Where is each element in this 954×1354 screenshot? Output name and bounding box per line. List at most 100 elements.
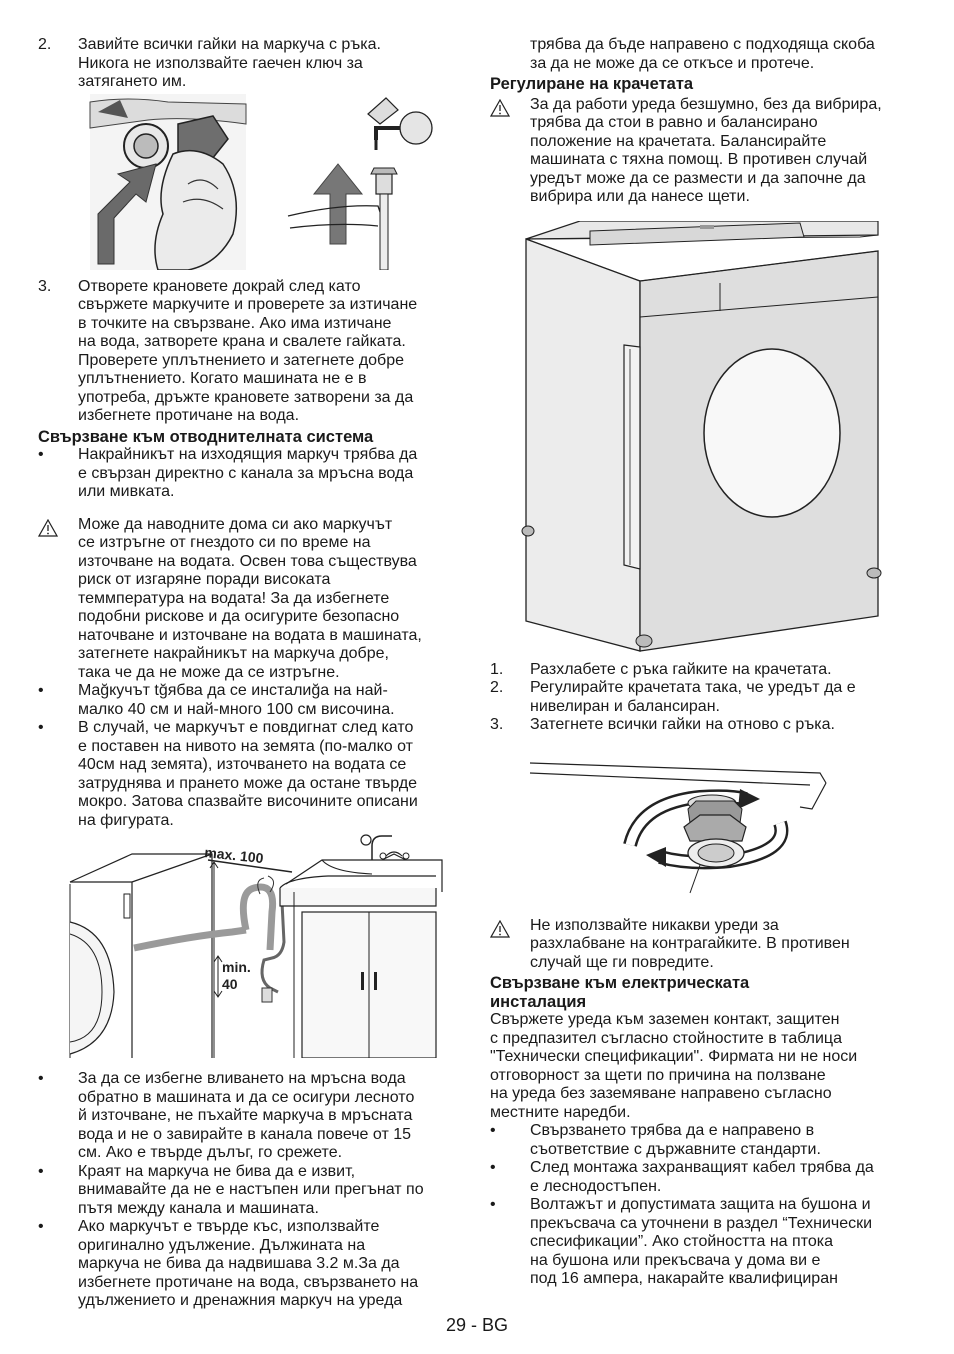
text-line: Накрайникът на изходящия маркуч трябва д… bbox=[78, 446, 418, 463]
text-line: Отворете крановете докрай след като bbox=[78, 277, 361, 295]
text-line: Проверете уплътнението и затегнете добре bbox=[78, 351, 405, 369]
min-height-label: min. bbox=[222, 959, 251, 975]
hose-tightening-illustration bbox=[89, 93, 433, 270]
step-2: 2. Завийте всички гайки на маркуча с рък… bbox=[38, 36, 462, 92]
text-line: пътя между канала и машината. bbox=[78, 1199, 319, 1217]
page-number: 29 - BG bbox=[445, 1315, 509, 1335]
text-line: Mağкучът tğябва да се инсталиğa на най- bbox=[78, 682, 388, 699]
text-line: е леснодостъпен. bbox=[530, 1177, 662, 1195]
height-markers: max. 100 min. 40 bbox=[204, 844, 293, 1058]
drain-bullet-4: • За да се избегне вливането на мръсна в… bbox=[38, 1070, 462, 1163]
text-line: на уреда без заземяване направено съглас… bbox=[490, 1085, 832, 1102]
text-line: Завийте всички гайки на маркуча с ръка. bbox=[78, 36, 381, 53]
hand-tightening-photo bbox=[89, 93, 247, 270]
text-line: затруднява и прането може да остане твър… bbox=[78, 774, 418, 792]
text-line: мокро. Затова спазвайте височините описа… bbox=[78, 793, 418, 810]
electric-paragraph: Свържете уреда към заземен контакт, защи… bbox=[490, 1011, 918, 1122]
text-line: местните наредби. bbox=[490, 1103, 631, 1121]
bullet-mark: • bbox=[490, 1196, 496, 1213]
left-column: 2. Завийте всички гайки на маркуча с рък… bbox=[38, 36, 462, 1311]
text-line: прекъсвача са уточнени в раздел “Техниче… bbox=[530, 1214, 873, 1232]
text-line: затягането им. bbox=[78, 73, 187, 90]
bullet-mark: • bbox=[38, 446, 44, 463]
drain-bullet-6: • Ако маркучът е твърде къс, използвайте… bbox=[38, 1218, 462, 1311]
text-line: под 16 ампера, накарайте квалифициран bbox=[530, 1270, 838, 1287]
text-line: затегнете накрайникът на маркуча добре, bbox=[78, 645, 389, 662]
feet-step-1: 1. Разхлабете с ръка гайките на крачетат… bbox=[490, 661, 918, 680]
bullet-mark: • bbox=[38, 1070, 44, 1087]
text-line: След монтажа захранващият кабел трябва д… bbox=[530, 1159, 874, 1176]
text-line: удължението и дренажния маркуч на уреда bbox=[78, 1292, 403, 1309]
electric-section-heading: Свързване към електрическата инсталация bbox=[490, 974, 918, 1011]
text-line: подобни рискове и да осигурите безопасно bbox=[78, 608, 400, 625]
text-line: трябва да бъде направено с подходяща ско… bbox=[530, 36, 875, 53]
text-line: вода и не о завирайте в канала повече от… bbox=[78, 1125, 412, 1143]
text-line: вибрира или да нанесе щети. bbox=[530, 188, 750, 205]
warning-triangle-icon bbox=[38, 518, 58, 537]
drain-bullet-3: • В случай, че маркучът е повдигнат след… bbox=[38, 719, 462, 830]
text-line: см. Ако е твърде дълъг, го срежете. bbox=[78, 1144, 343, 1161]
text-line: Свържете уреда към заземен контакт, защи… bbox=[490, 1011, 840, 1028]
step-number: 2. bbox=[490, 679, 504, 696]
bullet-mark: • bbox=[38, 1162, 44, 1180]
text-line: на вода, затворете крана и свалете гайка… bbox=[78, 333, 406, 350]
text-line: или мивката. bbox=[78, 483, 175, 500]
text-line: източване на водата. Освен това съществу… bbox=[78, 552, 417, 570]
text-line: нивелиран и балансиран. bbox=[530, 697, 720, 715]
text-line: случай ще ги повредите. bbox=[530, 953, 714, 971]
text-line: положение на крачетата. Балансирайте bbox=[530, 132, 827, 150]
text-line: Разхлабете с ръка гайките на крачетата. bbox=[530, 660, 832, 678]
step-3: 3. Отворете крановете докрай след като с… bbox=[38, 278, 462, 426]
text-line: Може да наводните дома си ако маркучът bbox=[78, 515, 393, 533]
continuation-text: трябва да бъде направено с подходяща ско… bbox=[490, 36, 918, 73]
text-line: Никога не използвайте гаечен ключ за bbox=[78, 54, 363, 72]
feet-step-3: 3. Затегнете всички гайки на отново с ръ… bbox=[490, 716, 918, 735]
text-line: риск от изгаряне поради високата bbox=[78, 571, 331, 588]
text-line: Краят на маркуча не бива да е извит, bbox=[78, 1162, 356, 1180]
text-line: Свързването трябва да е направено в bbox=[530, 1122, 815, 1139]
max-height-label: max. 100 bbox=[204, 844, 265, 866]
text-line: за да не може да се откъсе и протече. bbox=[530, 54, 815, 72]
text-line: избегнете протичане на вода, свързването… bbox=[78, 1273, 419, 1291]
heading-line: инсталация bbox=[490, 992, 587, 1011]
feet-section-heading: Регулиране на крачетата bbox=[490, 75, 694, 93]
bullet-mark: • bbox=[490, 1159, 496, 1176]
text-line: така че да не може да се изтръгне. bbox=[78, 663, 340, 681]
text-line: обратно в машината и да се осигури лесно… bbox=[78, 1088, 415, 1106]
text-line: За да се избегне вливането на мръсна вод… bbox=[78, 1070, 406, 1087]
text-line: Затегнете всички гайки на отново с ръка. bbox=[530, 716, 835, 733]
text-line: Волтажът и допустимата защита на бушона … bbox=[530, 1196, 871, 1213]
drain-bullet-5: • Краят на маркуча не бива да е извит, в… bbox=[38, 1163, 462, 1219]
warning-triangle-icon bbox=[490, 98, 510, 117]
text-line: "Технически спецификации". Фирмата ни не… bbox=[490, 1048, 858, 1065]
step-number: 2. bbox=[38, 36, 52, 53]
text-line: теммпература на водата! За да избегнете bbox=[78, 589, 390, 607]
warning-triangle-icon bbox=[490, 919, 510, 938]
text-line: й източване, не пъхайте маркуча в мръсна… bbox=[78, 1107, 413, 1124]
drain-height-diagram: max. 100 min. 40 bbox=[69, 834, 443, 1058]
text-line: оригинално удължение. Дължината на bbox=[78, 1236, 366, 1254]
text-line: машината с тяхна помощ. В противен случа… bbox=[530, 151, 868, 168]
washing-machine-illustration bbox=[521, 220, 882, 652]
flood-warning: Може да наводните дома си ако маркучът с… bbox=[38, 516, 462, 683]
bullet-mark: • bbox=[38, 1218, 44, 1235]
text-line: се изтръгне от гнездото си по време на bbox=[78, 534, 371, 551]
feet-step-2: 2. Регулирайте крачетата така, че уредът… bbox=[490, 679, 918, 716]
text-line: на бушона или прекъсвача у дома ви е bbox=[530, 1251, 821, 1269]
bullet-mark: • bbox=[490, 1122, 496, 1139]
text-line: трябва да стои в равно и балансирано bbox=[530, 114, 818, 131]
text-line: 40см над земята), източването на водата … bbox=[78, 756, 407, 773]
washing-machine-side bbox=[69, 853, 213, 1058]
text-line: избегнете протичане на вода. bbox=[78, 407, 300, 424]
text-line: с предпазител съгласно стойностите в таб… bbox=[490, 1029, 842, 1047]
drain-bullet-2: • Mağкучът tğябва да се инсталиğa на най… bbox=[38, 682, 462, 719]
text-line: на фигурата. bbox=[78, 811, 174, 829]
text-line: маркуча не бива да надвишава 3.2 м.За да bbox=[78, 1255, 400, 1272]
text-line: е свързан директно с канала за мръсна во… bbox=[78, 464, 414, 482]
text-line: отговорност за щети по причина на ползва… bbox=[490, 1066, 826, 1084]
text-line: свържете маркучите и проверете за изтича… bbox=[78, 296, 418, 313]
tap-arrow-illustration bbox=[287, 96, 433, 270]
feet-warning: За да работи уреда безшумно, без да вибр… bbox=[490, 96, 918, 207]
electric-bullet-3: • Волтажът и допустимата защита на бушон… bbox=[490, 1196, 918, 1289]
text-line: Не използвайте никакви уреди за bbox=[530, 916, 779, 934]
